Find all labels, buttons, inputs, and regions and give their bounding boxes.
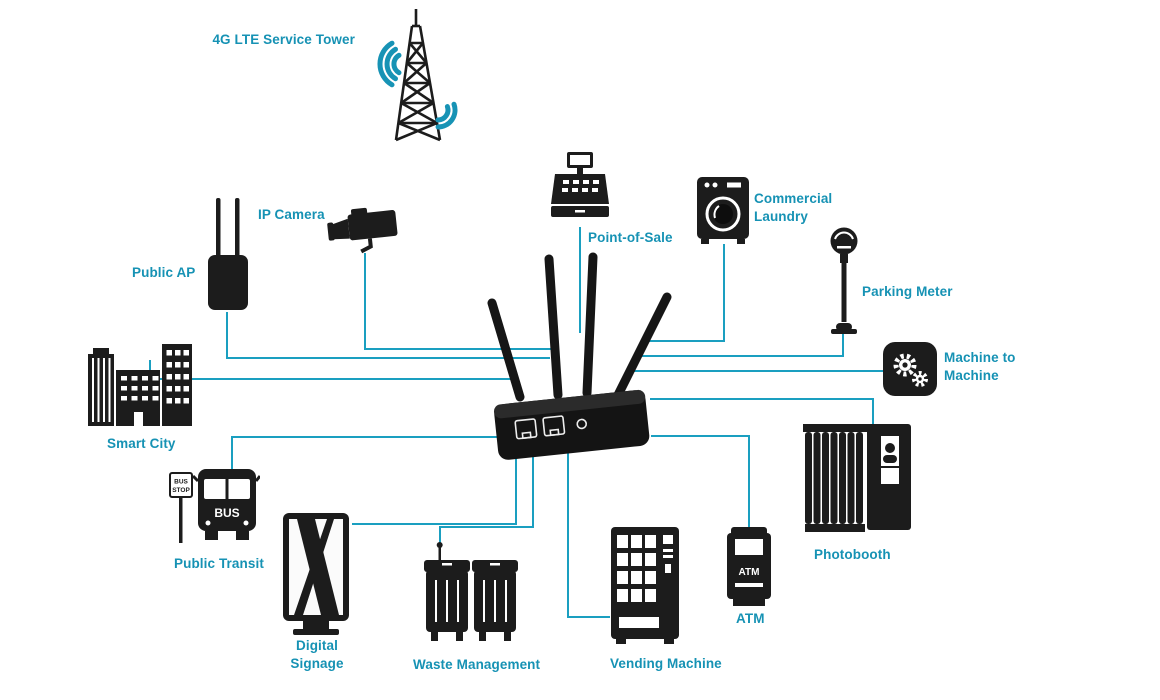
meter-dial [834,231,854,240]
signal-waves-right-icon [435,101,458,130]
atm-machine-text: ATM [739,567,760,578]
wire-public-transit [231,436,520,470]
router-antennas [487,252,672,402]
bus-front-text: BUS [214,506,239,520]
machine-to-machine-label: Machine to Machine [944,350,1016,384]
camera-mount [360,238,373,254]
atm-screen [735,539,763,555]
lte-tower-icon [360,8,480,153]
photobooth-base [805,524,865,532]
lte-router-icon [470,245,700,470]
ip-camera-label: IP Camera [258,207,325,222]
parking-meter-icon [827,227,861,335]
atm-label: ATM [736,611,765,626]
vending-product-windows [617,535,656,602]
wire-smart-city [149,360,516,380]
bus-stop-sign [169,472,193,498]
public-transit-label: Public Transit [174,556,264,571]
wire-digital-signage [352,450,517,525]
pos-keys [562,180,599,192]
vending-dispense-slot [619,617,659,628]
digital-signage-label: Digital Signage [290,638,344,672]
router-power-jack [576,418,588,430]
atm-icon: ATM [727,527,773,607]
vending-machine-icon [611,527,681,645]
parking-meter-label: Parking Meter [862,284,953,299]
signage-stand [303,621,329,629]
atm-cash-slot [735,583,763,587]
wire-parking-meter [640,334,844,357]
bin1-lid [424,560,470,572]
city-windows [92,350,189,426]
bin2-lid [472,560,518,572]
wire-photobooth [650,398,874,425]
ip-camera-icon [325,205,405,255]
wire-waste-management [439,452,534,547]
camera-lens [332,218,350,240]
wire-vending-machine [567,450,610,618]
signage-base [293,629,339,635]
ap-antenna-right [235,198,240,260]
bus-stop-sign-text-top: BUS [174,479,188,486]
machine-to-machine-icon [883,342,939,398]
bus-stop-sign-text-bottom: STOP [172,487,190,494]
point-of-sale-label: Point-of-Sale [588,230,673,245]
photobooth-curtain [805,432,863,524]
vending-control-panel [663,535,673,573]
ap-antenna-left [216,198,221,260]
public-transit-icon: BUS STOP BUS [168,467,260,547]
bus-mirrors [191,474,260,483]
meter-base [831,329,857,334]
public-ap-label: Public AP [132,265,196,280]
public-ap-icon [204,198,252,313]
point-of-sale-icon [551,152,609,228]
waste-management-icon [424,542,520,647]
bus-headlight-right [243,520,249,526]
ap-body [208,255,248,310]
bus-wheel-left [205,531,218,540]
signal-waves-left-icon [377,40,402,88]
wire-public-ap [226,312,550,359]
bus-stop-pole [179,495,183,543]
router-body [493,389,650,460]
washer-door [705,196,741,232]
waste-antenna [438,544,441,562]
photobooth-icon [803,424,911,536]
tower-label: 4G LTE Service Tower [212,32,355,47]
wire-commercial-laundry [646,244,725,342]
vending-machine-label: Vending Machine [610,656,722,671]
wire-ip-camera [364,253,552,350]
smart-city-label: Smart City [107,436,176,451]
photobooth-label: Photobooth [814,547,891,562]
commercial-laundry-icon [697,177,751,245]
wire-atm [651,435,750,528]
smart-city-icon [88,342,198,432]
gear-icon-large [893,353,917,377]
commercial-laundry-label: Commercial Laundry [754,191,833,225]
tower-lattice [394,9,442,142]
bus-headlight-left [205,520,211,526]
bus-wheel-right [236,531,249,540]
washer-detergent-drawer [727,182,741,188]
gear-icon-small [912,371,928,387]
waste-management-label: Waste Management [413,657,541,672]
meter-slot [837,246,851,249]
meter-pole [841,262,847,322]
pos-keypad-body [551,174,609,204]
digital-signage-icon [281,513,357,635]
